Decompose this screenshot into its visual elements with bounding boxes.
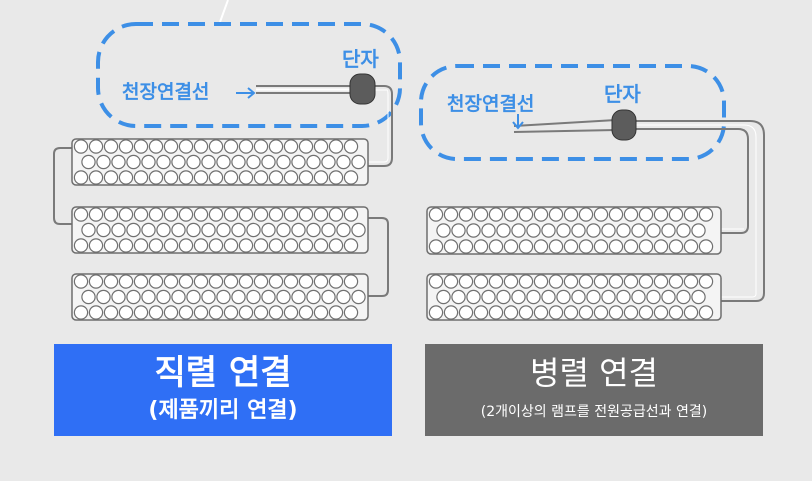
parallel-ceiling-wire-label: 천장연결선 [447, 93, 534, 115]
series-title: 직렬 연결 [154, 353, 292, 393]
parallel-subtitle: (2개이상의 램프를 전원공급선과 연결) [480, 404, 708, 420]
parallel-connection-banner: 병렬 연결 (2개이상의 램프를 전원공급선과 연결) [425, 344, 763, 436]
series-terminal-label: 단자 [342, 47, 379, 71]
series-connection-banner: 직렬 연결 (제품끼리 연결) [54, 344, 392, 436]
series-lamp-3 [71, 273, 369, 321]
parallel-callout-box [419, 64, 726, 161]
parallel-title: 병렬 연결 [530, 354, 658, 392]
series-wire-1-2 [53, 147, 72, 225]
parallel-lamp-2 [426, 273, 722, 321]
parallel-ceiling-wire [513, 119, 617, 133]
parallel-lamp-1 [426, 206, 722, 255]
series-lamp-group [71, 138, 369, 321]
series-ceiling-wire [256, 85, 362, 94]
series-wire-2-3 [366, 217, 389, 297]
series-lamp-2 [71, 206, 369, 254]
series-wire-to-terminal [360, 85, 393, 167]
series-ceiling-wire-label: 천장연결선 [122, 81, 209, 103]
parallel-feed-wire-outer [630, 120, 765, 302]
parallel-lamp-group [426, 206, 722, 321]
series-lamp-1 [71, 138, 369, 186]
series-arrow-icon [236, 87, 256, 99]
series-terminal [349, 73, 376, 105]
series-subtitle: (제품끼리 연결) [148, 398, 298, 423]
pointer-line [219, 0, 229, 23]
parallel-feed-wire-inner [630, 128, 749, 234]
series-callout-box [96, 22, 402, 128]
parallel-terminal-label: 단자 [604, 82, 641, 106]
parallel-terminal [611, 109, 637, 141]
parallel-arrow-icon [512, 114, 524, 130]
